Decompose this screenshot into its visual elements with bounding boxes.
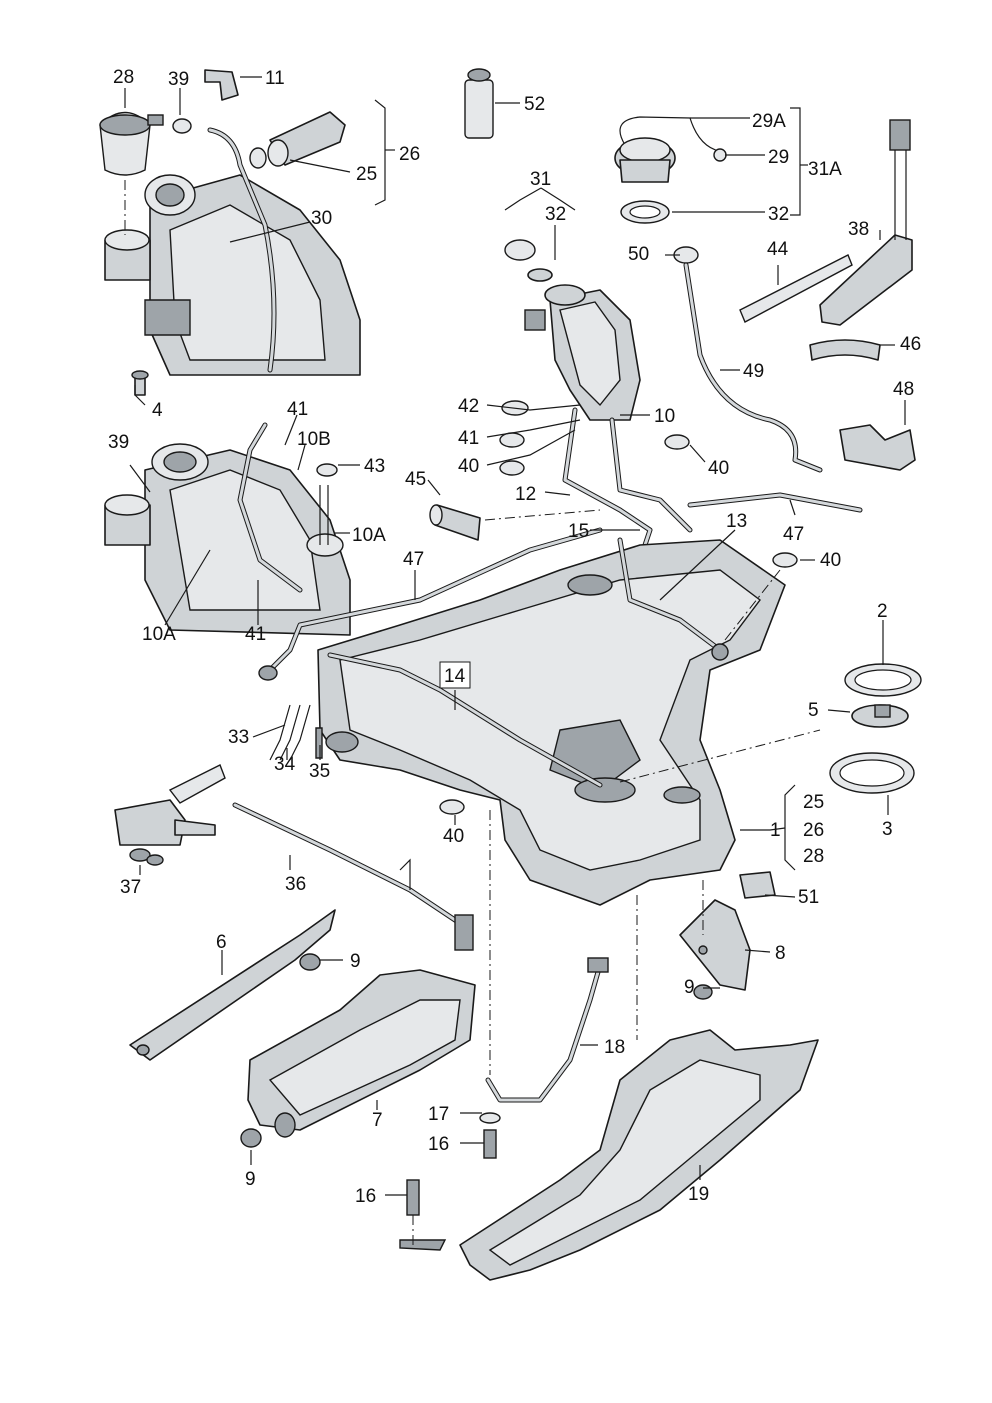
heat-shield-part-7 — [247, 969, 476, 1138]
label-28: 28 — [113, 67, 134, 88]
label-38: 38 — [848, 219, 869, 240]
label-31: 31 — [530, 169, 551, 190]
fuel-filter-part-45 — [429, 504, 481, 541]
label-26: 26 — [399, 144, 420, 165]
label-10A-lower: 10A — [142, 624, 176, 645]
label-10: 10 — [654, 406, 675, 427]
label-25-right: 25 — [803, 792, 824, 813]
drain-bottle-part-52 — [464, 68, 494, 139]
label-34: 34 — [274, 754, 296, 775]
label-7: 7 — [372, 1110, 383, 1131]
fuel-tank-part-1 — [317, 537, 786, 906]
label-15: 15 — [568, 521, 589, 542]
label-5: 5 — [808, 700, 819, 721]
fuel-cap-assembly — [614, 116, 727, 224]
label-40-right: 40 — [708, 458, 729, 479]
label-13: 13 — [726, 511, 747, 532]
label-25: 25 — [356, 164, 377, 185]
valve-part-37 — [114, 764, 226, 866]
label-box-14 — [439, 661, 471, 689]
label-41-upper: 41 — [287, 399, 308, 420]
label-30: 30 — [311, 208, 332, 229]
label-16-upper: 16 — [428, 1134, 449, 1155]
label-35: 35 — [309, 761, 330, 782]
leader-lines — [124, 76, 906, 1245]
label-50: 50 — [628, 244, 649, 265]
label-18: 18 — [604, 1037, 625, 1058]
label-29: 29 — [768, 147, 789, 168]
label-39-lower: 39 — [108, 432, 129, 453]
label-32-top: 32 — [545, 204, 566, 225]
label-16-lower: 16 — [355, 1186, 376, 1207]
label-9-right: 9 — [684, 977, 695, 998]
label-32-right: 32 — [768, 204, 789, 225]
label-14: 14 — [444, 666, 466, 687]
label-52: 52 — [524, 94, 545, 115]
bracket-and-strip — [739, 119, 916, 471]
label-29A: 29A — [752, 111, 786, 132]
label-40-bottom: 40 — [443, 826, 464, 847]
support-bracket-part-6 — [129, 909, 336, 1061]
label-10B: 10B — [297, 429, 331, 450]
label-3: 3 — [882, 819, 893, 840]
label-47-left: 47 — [403, 549, 424, 570]
label-45: 45 — [405, 469, 426, 490]
label-8: 8 — [775, 943, 786, 964]
label-40-left: 40 — [458, 456, 479, 477]
label-48: 48 — [893, 379, 914, 400]
label-46: 46 — [900, 334, 921, 355]
label-9-bottom: 9 — [245, 1169, 256, 1190]
tank-strap-part-18 — [485, 957, 609, 1103]
label-4: 4 — [152, 400, 163, 421]
label-12: 12 — [515, 484, 536, 505]
filler-neck-inset-bottom — [104, 422, 351, 636]
label-26-right: 26 — [803, 820, 824, 841]
label-39: 39 — [168, 69, 189, 90]
label-41-mid: 41 — [458, 428, 479, 449]
vent-hose-49 — [673, 246, 823, 473]
label-28-right: 28 — [803, 846, 824, 867]
label-33: 33 — [228, 727, 249, 748]
label-19: 19 — [688, 1184, 709, 1205]
label-47-right: 47 — [783, 524, 804, 545]
label-37: 37 — [120, 877, 141, 898]
label-43: 43 — [364, 456, 385, 477]
filler-neck-part-10 — [504, 239, 693, 603]
label-10A-upper: 10A — [352, 525, 386, 546]
sender-unit-parts — [829, 663, 922, 794]
label-44: 44 — [767, 239, 789, 260]
fuel-line-part-36 — [232, 802, 474, 951]
label-11: 11 — [265, 68, 285, 89]
label-31A: 31A — [808, 159, 842, 180]
filler-neck-inset-top — [99, 69, 361, 396]
label-51: 51 — [798, 887, 819, 908]
label-42: 42 — [458, 396, 479, 417]
label-17: 17 — [428, 1104, 449, 1125]
label-49: 49 — [743, 361, 764, 382]
bracket-part-8 — [679, 871, 776, 991]
callout-labels: 28 39 11 52 29A 26 25 29 31A 31 32 32 30… — [108, 67, 921, 1207]
label-2: 2 — [877, 601, 888, 622]
fuel-line-47 — [258, 492, 863, 681]
label-40-mid: 40 — [820, 550, 841, 571]
connector-lines-33-34-35 — [269, 704, 323, 761]
label-6: 6 — [216, 932, 227, 953]
underbody-shield-part-19 — [399, 1029, 819, 1281]
label-1: 1 — [770, 820, 781, 841]
label-36: 36 — [285, 874, 306, 895]
label-41-lower: 41 — [245, 624, 266, 645]
label-9-left: 9 — [350, 951, 361, 972]
